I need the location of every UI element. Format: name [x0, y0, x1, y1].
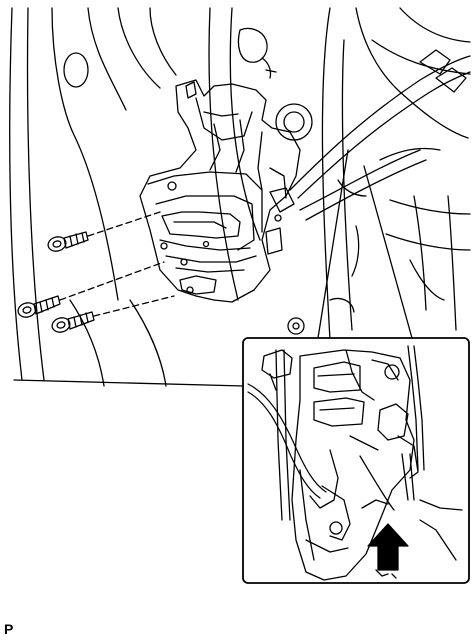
screw-alignment-lines [60, 212, 174, 316]
figure-code: P [4, 621, 14, 637]
door-lock-assembly [140, 80, 312, 302]
inset-leader-lines [318, 150, 412, 338]
lock-cables [290, 50, 470, 220]
detail-inset [243, 338, 469, 583]
screw [50, 312, 94, 334]
door-panel [10, 8, 470, 386]
panel-hole [64, 53, 88, 87]
lock-cable-boss-outer [276, 104, 312, 140]
push-direction-arrow [368, 524, 408, 570]
screw [46, 232, 88, 253]
lock-cable-boss-inner [284, 112, 304, 132]
screw [16, 296, 60, 319]
